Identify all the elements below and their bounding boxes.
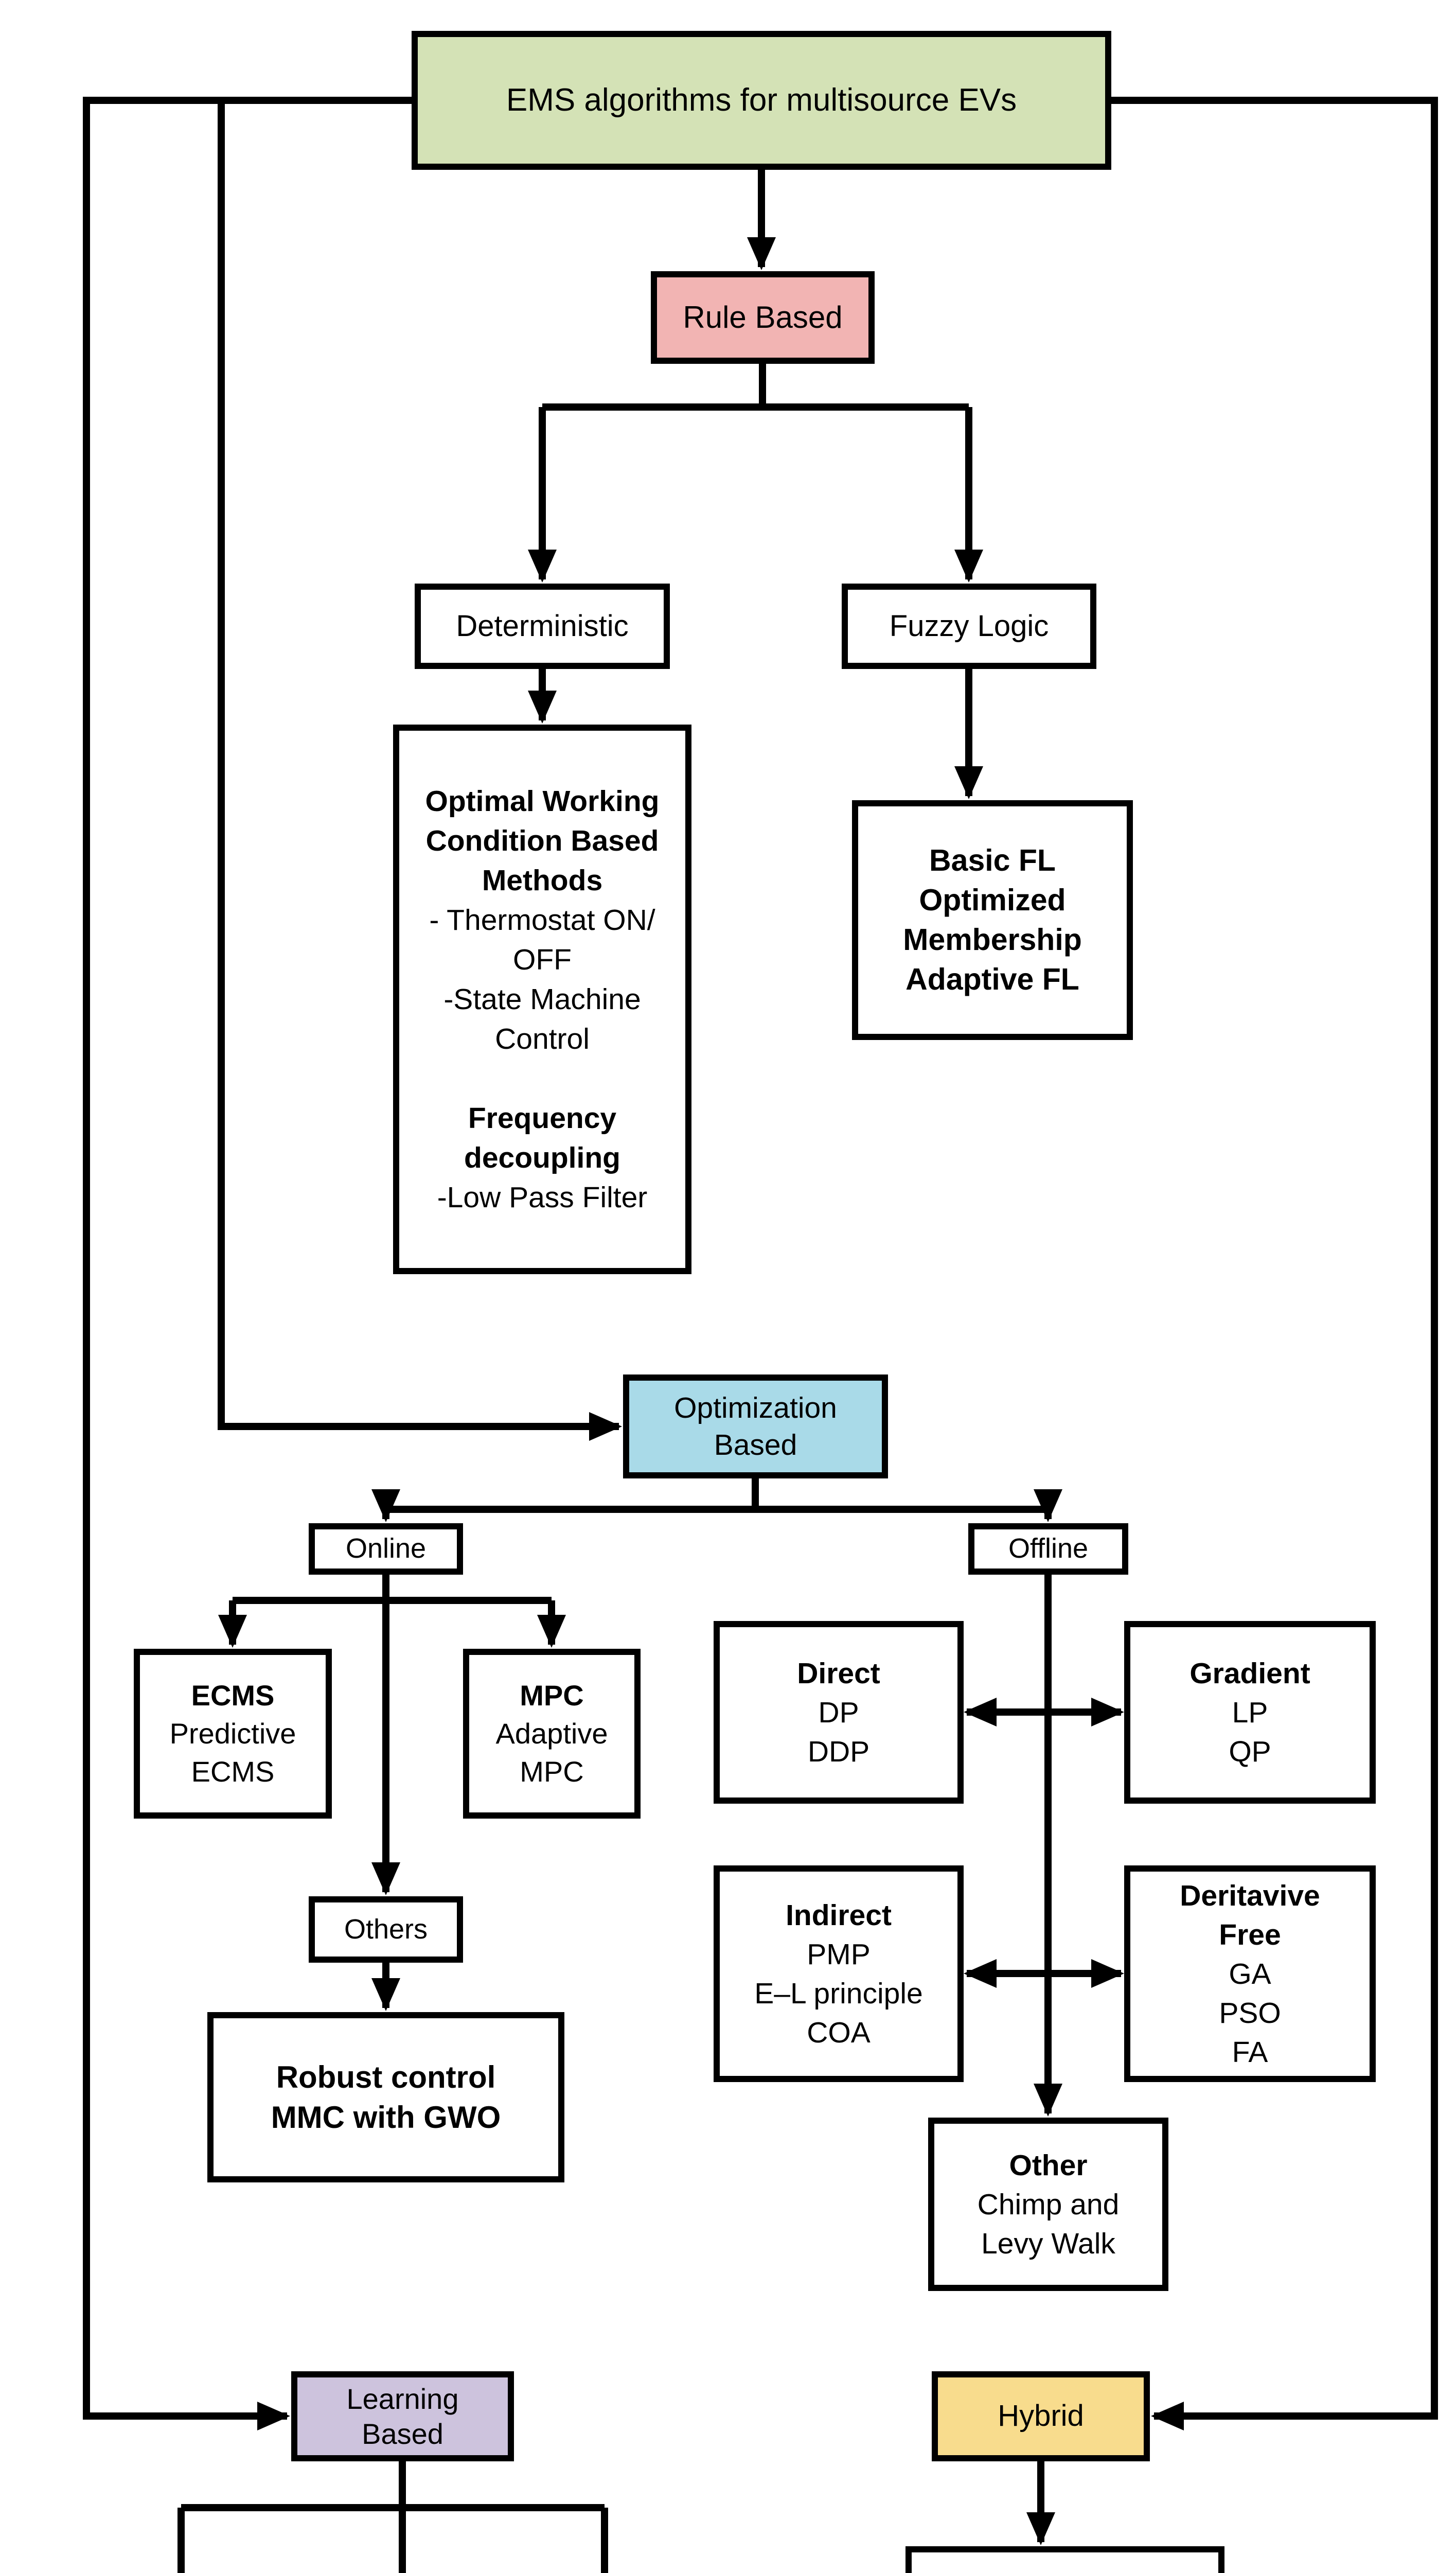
node-fuzzy-methods: Basic FL Optimized Membership Adaptive F… <box>852 800 1133 1040</box>
label-line: Hybrid <box>998 2399 1084 2433</box>
connector-root-to-optimization-based <box>218 100 622 1441</box>
node-hybrid-methods: WT–NN–FL LRMPC–DF DP–ANN GA–FLC MPC–FILT… <box>905 2546 1224 2573</box>
label-line: Condition Based <box>425 824 659 857</box>
label-line: EMS algorithms for multisource EVs <box>506 82 1017 118</box>
node-indirect: Indirect PMP E–L principle COA <box>714 1865 964 2082</box>
label-line: Online <box>345 1533 427 1564</box>
connector-root-to-hybrid <box>1111 97 1438 2430</box>
label-line: Frequency <box>468 1101 617 1135</box>
label-line: Chimp and <box>977 2188 1120 2221</box>
node-rule-based: Rule Based <box>651 271 875 364</box>
label-line: Indirect <box>786 1898 892 1932</box>
label-line: DP <box>818 1696 859 1729</box>
label-line: Gradient <box>1189 1656 1310 1690</box>
label-line: MPC <box>520 1679 584 1712</box>
label-line: OFF <box>513 943 572 976</box>
label-line: Other <box>1009 2148 1088 2182</box>
node-gradient: Gradient LP QP <box>1124 1621 1376 1804</box>
node-hybrid: Hybrid <box>932 2371 1150 2461</box>
node-others: Others <box>309 1896 463 1963</box>
label-line: Optimization <box>674 1391 837 1424</box>
node-robust-control: Robust control MMC with GWO <box>207 2012 564 2182</box>
label-line: Based <box>362 2417 443 2450</box>
node-deterministic-methods: Optimal Working Condition Based Methods … <box>393 725 691 1274</box>
label-line: LP <box>1232 1696 1268 1729</box>
label-line: E–L principle <box>754 1977 923 2010</box>
label-line: Offline <box>1008 1533 1089 1564</box>
node-ecms: ECMS Predictive ECMS <box>134 1649 332 1819</box>
node-optimization-based: Optimization Based <box>623 1374 888 1478</box>
label-line: - Thermostat ON/ <box>429 903 655 937</box>
node-mpc: MPC Adaptive MPC <box>463 1649 641 1819</box>
label-line: -State Machine <box>443 982 641 1016</box>
node-offline: Offline <box>968 1523 1128 1575</box>
label-line: Methods <box>482 863 603 897</box>
label-line: DDP <box>807 1735 870 1768</box>
label-line: Adaptive <box>495 1717 608 1750</box>
label-line: Robust control <box>276 2059 496 2094</box>
node-ems-root: EMS algorithms for multisource EVs <box>412 31 1111 170</box>
label-line: Based <box>714 1429 797 1461</box>
label-line: Optimal Working <box>425 784 660 818</box>
node-deterministic: Deterministic <box>415 584 670 669</box>
node-fuzzy-logic: Fuzzy Logic <box>842 584 1096 669</box>
label-line: ECMS <box>191 1755 275 1788</box>
connector-root-to-learning-based <box>83 97 412 2430</box>
label-line: GA <box>1229 1957 1271 1990</box>
label-line: PSO <box>1219 1996 1281 2030</box>
node-derivative-free: Deritavive Free GA PSO FA <box>1124 1865 1376 2082</box>
label-line: Optimized <box>919 883 1066 917</box>
label-line: FA <box>1232 2035 1268 2069</box>
label-line: Control <box>495 1022 590 1055</box>
label-line: decoupling <box>464 1141 620 1174</box>
label-line: Free <box>1219 1918 1281 1951</box>
label-line: MMC with GWO <box>271 2100 501 2135</box>
label-line: Levy Walk <box>981 2227 1115 2260</box>
label-line <box>538 1059 546 1099</box>
label-line: Learning <box>346 2382 459 2415</box>
label-line: Deritavive <box>1180 1879 1320 1912</box>
label-line: Others <box>344 1913 428 1945</box>
label-line: Fuzzy Logic <box>889 609 1049 643</box>
label-line: COA <box>807 2016 871 2049</box>
label-line: ECMS <box>191 1679 275 1712</box>
label-line: -Low Pass Filter <box>437 1180 648 1214</box>
label-line: Rule Based <box>683 300 843 335</box>
label-line: Membership <box>903 923 1082 957</box>
label-line: Predictive <box>169 1717 296 1750</box>
label-line: QP <box>1229 1735 1271 1768</box>
label-line: PMP <box>807 1937 871 1971</box>
label-line: Direct <box>797 1656 880 1690</box>
node-learning-based: Learning Based <box>291 2371 514 2461</box>
label-line: MPC <box>520 1755 584 1788</box>
node-online: Online <box>309 1523 463 1575</box>
label-line: Adaptive FL <box>905 962 1079 996</box>
node-other-offline: Other Chimp and Levy Walk <box>928 2118 1168 2291</box>
label-line: Deterministic <box>456 609 629 643</box>
node-direct: Direct DP DDP <box>714 1621 964 1804</box>
label-line: Basic FL <box>929 843 1056 877</box>
